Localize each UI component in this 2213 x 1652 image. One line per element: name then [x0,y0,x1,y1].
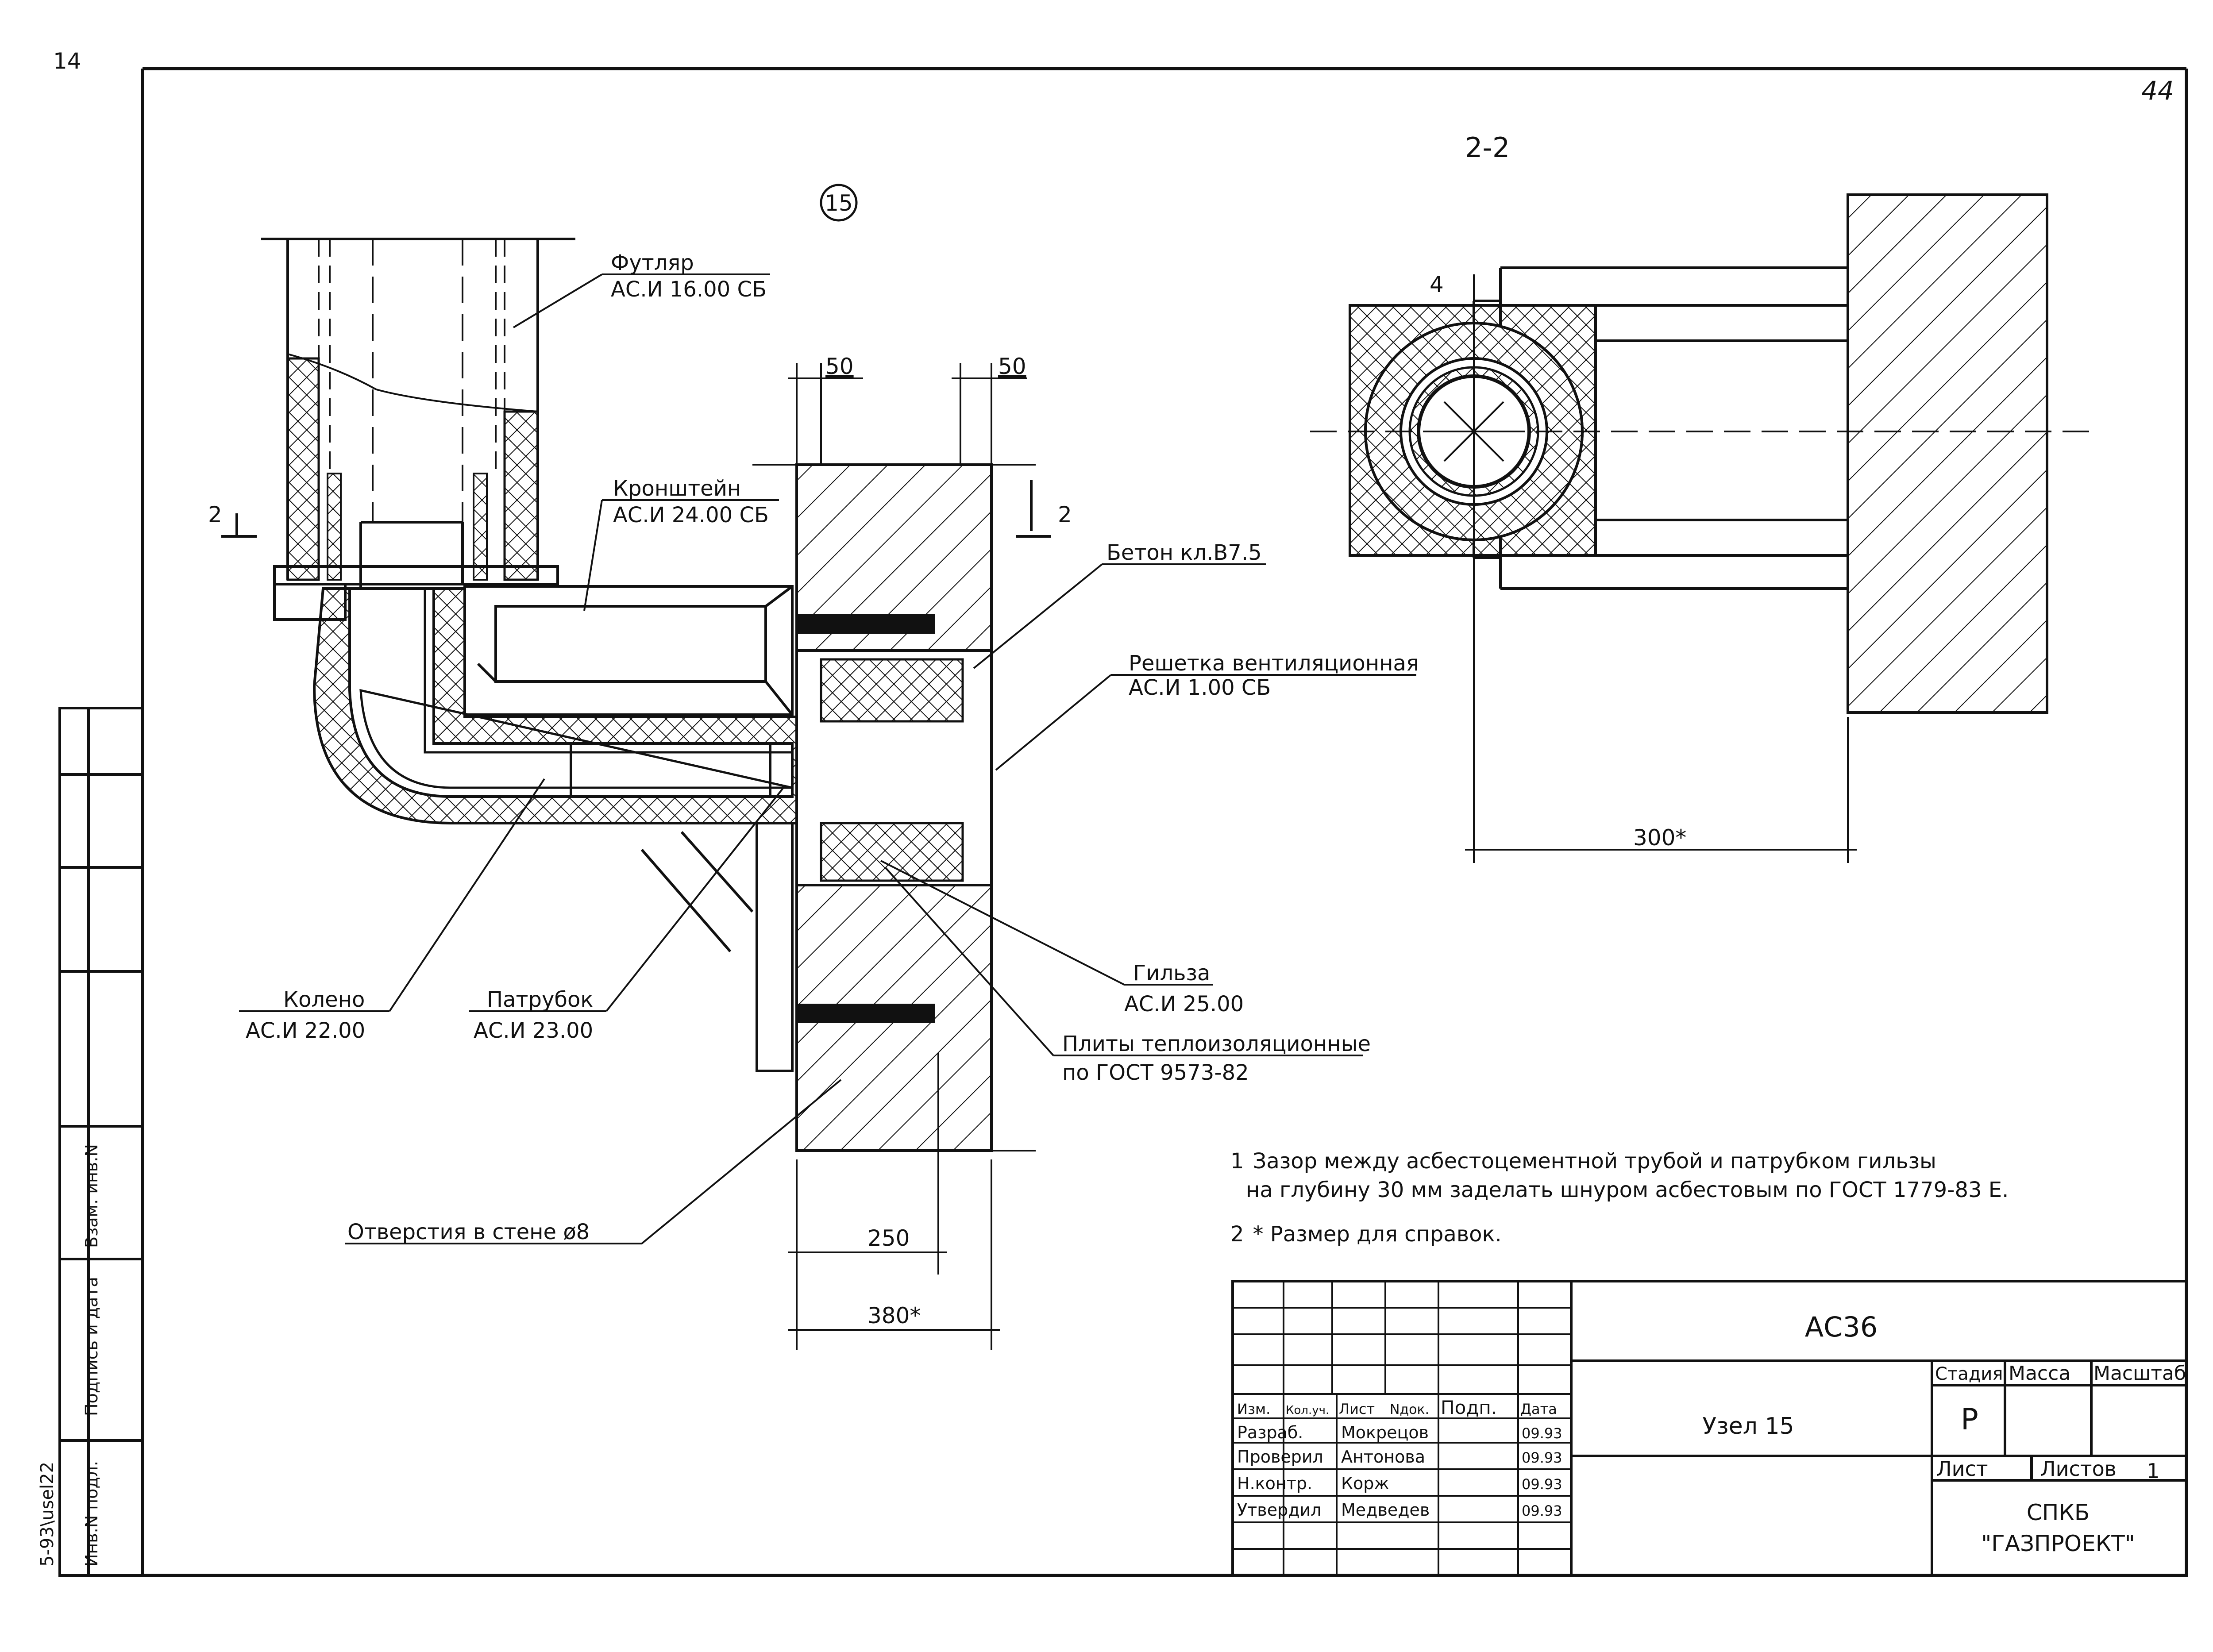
svg-text:Разраб.: Разраб. [1237,1423,1303,1442]
svg-text:Антонова: Антонова [1341,1447,1425,1467]
svg-text:Медведев: Медведев [1341,1500,1430,1520]
svg-text:АС.И 22.00: АС.И 22.00 [246,1018,365,1043]
svg-text:Отверстия в стене ø8: Отверстия в стене ø8 [347,1220,590,1244]
svg-text:Футляр: Футляр [611,250,694,275]
drawing-title: Узел 15 [1702,1413,1794,1440]
svg-text:АС.И 25.00: АС.И 25.00 [1124,992,1244,1017]
side-stamp-podpis: Подпись и дата [82,1277,101,1416]
dim-380: 380* [867,1303,921,1329]
svg-text:Nдок.: Nдок. [1390,1402,1429,1417]
svg-text:Листов: Листов [2040,1457,2117,1481]
node-marker: 15 [820,184,858,222]
main-section-view: 2 2 50 50 250 380* [208,238,1416,1350]
svg-text:АС.И 23.00: АС.И 23.00 [474,1018,593,1043]
svg-text:09.93: 09.93 [1522,1425,1562,1442]
svg-text:Корж: Корж [1341,1474,1389,1493]
label-reshetka: Решетка вентиляционная АС.И 1.00 СБ [1129,651,1419,700]
svg-text:Лист: Лист [1936,1457,1988,1481]
svg-text:Подп.: Подп. [1441,1397,1497,1418]
section-2-2-view: 4 300* [1310,193,2089,863]
side-stamp-code: 5-93\usel22 [37,1462,58,1567]
side-stamp [58,707,144,1577]
dim-50-right: 50 [998,354,1026,379]
svg-text:Плиты теплоизоляционные: Плиты теплоизоляционные [1062,1032,1371,1056]
side-stamp-vzam: Взам. инв.N [82,1144,101,1248]
svg-text:Лист: Лист [1339,1401,1375,1417]
label-beton: Бетон кл.В7.5 [1106,540,1262,565]
svg-text:Кол.уч.: Кол.уч. [1286,1404,1329,1417]
svg-text:15: 15 [825,190,853,216]
label-otverstiya: Отверстия в стене ø8 [347,1220,590,1244]
side-stamp-inv-podl: Инв.N подл. [82,1461,101,1567]
dim-300: 300* [1633,825,1686,851]
label-gilza: Гильза АС.И 25.00 [1124,961,1244,1017]
dim-250: 250 [867,1225,910,1251]
svg-text:Мокрецов: Мокрецов [1341,1423,1429,1442]
label-futlyar: Футляр АС.И 16.00 СБ [611,250,767,302]
svg-text:Колено: Колено [283,987,365,1012]
svg-text:Решетка вентиляционная: Решетка вентиляционная [1129,651,1419,676]
org-line1: СПКБ [2027,1500,2090,1525]
section-arrow-left: 2 [208,502,222,528]
label-koleno: Колено АС.И 22.00 [246,987,365,1043]
org-line2: "ГАЗПРОЕКТ" [1981,1531,2135,1556]
svg-text:Масса: Масса [2009,1362,2070,1385]
svg-text:Кронштейн: Кронштейн [613,476,741,501]
svg-text:АС.И 1.00 СБ: АС.И 1.00 СБ [1129,675,1271,700]
svg-text:Н.контр.: Н.контр. [1237,1474,1312,1493]
svg-text:Гильза: Гильза [1133,961,1210,986]
svg-text:Масштаб: Масштаб [2093,1362,2186,1385]
svg-text:Проверил: Проверил [1237,1447,1323,1467]
svg-text:Утвердил: Утвердил [1237,1500,1321,1520]
dim-50-left: 50 [825,354,854,379]
svg-text:АС.И 24.00 СБ: АС.И 24.00 СБ [613,503,769,528]
svg-text:2* Размер для справок.: 2* Размер для справок. [1230,1222,1502,1247]
label-plity: Плиты теплоизоляционные по ГОСТ 9573-82 [1062,1032,1371,1085]
section-title: 2-2 [1465,131,1510,164]
svg-text:АС.И 16.00 СБ: АС.И 16.00 СБ [611,277,767,302]
doc-code: АС36 [1805,1311,1878,1343]
label-patrubok: Патрубок АС.И 23.00 [474,987,593,1043]
stage-value: Р [1961,1402,1978,1436]
svg-text:по ГОСТ 9573-82: по ГОСТ 9573-82 [1062,1060,1249,1085]
svg-text:09.93: 09.93 [1522,1502,1562,1519]
corner-mark: 14 [53,48,81,74]
label-kronshtein: Кронштейн АС.И 24.00 СБ [613,476,769,528]
svg-text:09.93: 09.93 [1522,1476,1562,1493]
svg-text:09.93: 09.93 [1522,1449,1562,1466]
svg-text:1: 1 [2147,1459,2159,1483]
svg-text:на глубину 30 мм заделать шнур: на глубину 30 мм заделать шнуром асбесто… [1246,1178,2009,1202]
section-callout-4: 4 [1430,272,1444,297]
title-block-text: АС36 Узел 15 Изм. Кол.уч. Лист Nдок. Под… [1237,1311,2186,1556]
sheet-number-top: 44 [2141,76,2174,106]
svg-text:Патрубок: Патрубок [487,987,593,1012]
svg-text:Изм.: Изм. [1237,1401,1270,1417]
svg-text:Бетон кл.В7.5: Бетон кл.В7.5 [1106,540,1262,565]
title-block [1231,1280,2188,1577]
section-arrow-right: 2 [1058,502,1072,528]
svg-text:Дата: Дата [1520,1401,1557,1417]
svg-text:Стадия: Стадия [1935,1364,2003,1384]
